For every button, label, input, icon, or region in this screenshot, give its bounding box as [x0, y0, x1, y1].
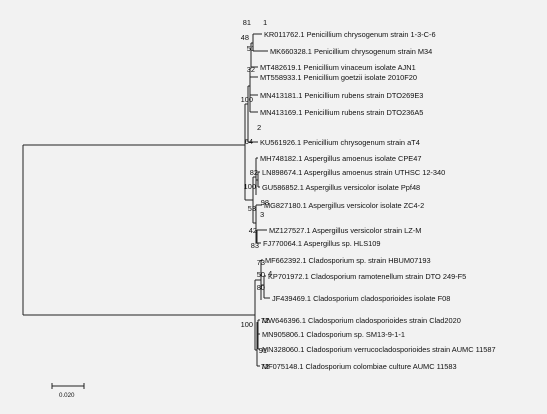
taxon-labels: KR011762.1 Penicillium chrysogenum strai… — [260, 30, 496, 371]
taxon-label-19: MN328060.1 Cladosporium verrucocladospor… — [262, 345, 496, 354]
support-value-19: 72 — [261, 362, 269, 371]
support-value-5: 100 — [241, 95, 253, 104]
support-value-11: 42 — [249, 226, 257, 235]
clade-label-1: 1 — [263, 18, 267, 27]
taxon-label-4: MT558933.1 Penicillium goetzii isolate 2… — [260, 73, 417, 82]
clade-label-4: 4 — [268, 269, 272, 278]
support-value-12: 83 — [251, 241, 259, 250]
taxon-label-14: MF662392.1 Cladosporium sp. strain HBUM0… — [265, 256, 431, 265]
support-value-17: 100 — [241, 320, 253, 329]
tree-branches — [22, 33, 270, 367]
taxon-label-8: MH748182.1 Aspergillus amoenus isolate C… — [260, 154, 421, 163]
taxon-label-2: MK660328.1 Penicillium chrysogenum strai… — [270, 47, 432, 56]
support-value-10: 53 — [248, 204, 256, 213]
support-value-7: 82 — [250, 168, 258, 177]
support-value-16: 72 — [261, 316, 269, 325]
taxon-label-10: GU586852.1 Aspergillus versicolor isolat… — [262, 183, 420, 192]
clade-label-2: 2 — [257, 123, 261, 132]
clade-label-3: 3 — [260, 210, 264, 219]
taxon-label-20: MF075148.1 Cladosporium colombiae cultur… — [262, 362, 457, 371]
support-value-2: 48 — [241, 33, 249, 42]
support-value-13: 73 — [257, 258, 265, 267]
taxon-label-1: KR011762.1 Penicillium chrysogenum strai… — [264, 30, 436, 39]
support-value-14: 50 — [257, 270, 265, 279]
scale-bar: 0.020 — [51, 383, 85, 399]
taxon-label-7: KU561926.1 Penicillium chrysogenum strai… — [260, 138, 420, 147]
support-value-8: 100 — [244, 182, 256, 191]
support-value-9: 98 — [261, 198, 269, 207]
scale-bar-label: 0.020 — [59, 392, 75, 399]
taxon-label-18: MN905806.1 Cladosporium sp. SM13-9-1-1 — [262, 330, 405, 339]
support-value-15: 80 — [257, 283, 265, 292]
taxon-label-17: MW646396.1 Cladosporium cladosporioides … — [262, 316, 461, 325]
support-value-1: 81 — [243, 18, 251, 27]
taxon-label-15: KP701972.1 Cladosporium ramotenellum str… — [268, 272, 466, 281]
taxon-label-3: MT482619.1 Penicillium vinaceum isolate … — [260, 63, 416, 72]
support-value-6: 64 — [245, 137, 253, 146]
taxon-label-9: LN898674.1 Aspergillus amoenus strain UT… — [262, 168, 445, 177]
taxon-label-11: MG827180.1 Aspergillus versicolor isolat… — [264, 201, 424, 210]
support-values: 81 48 51 32 100 64 82 100 98 53 42 83 73… — [241, 18, 269, 371]
taxon-label-13: FJ770064.1 Aspergillus sp. HLS109 — [263, 239, 381, 248]
taxon-label-12: MZ127527.1 Aspergillus versicolor strain… — [269, 226, 421, 235]
taxon-label-6: MN413169.1 Penicillium rubens strain DTO… — [260, 108, 423, 117]
support-value-3: 51 — [247, 44, 255, 53]
support-value-4: 32 — [247, 65, 255, 74]
clade-labels: 1 2 3 4 — [257, 18, 272, 278]
support-value-18: 91 — [259, 346, 267, 355]
taxon-label-5: MN413181.1 Penicillium rubens strain DTO… — [260, 91, 423, 100]
taxon-label-16: JF439469.1 Cladosporium cladosporioides … — [272, 294, 450, 303]
